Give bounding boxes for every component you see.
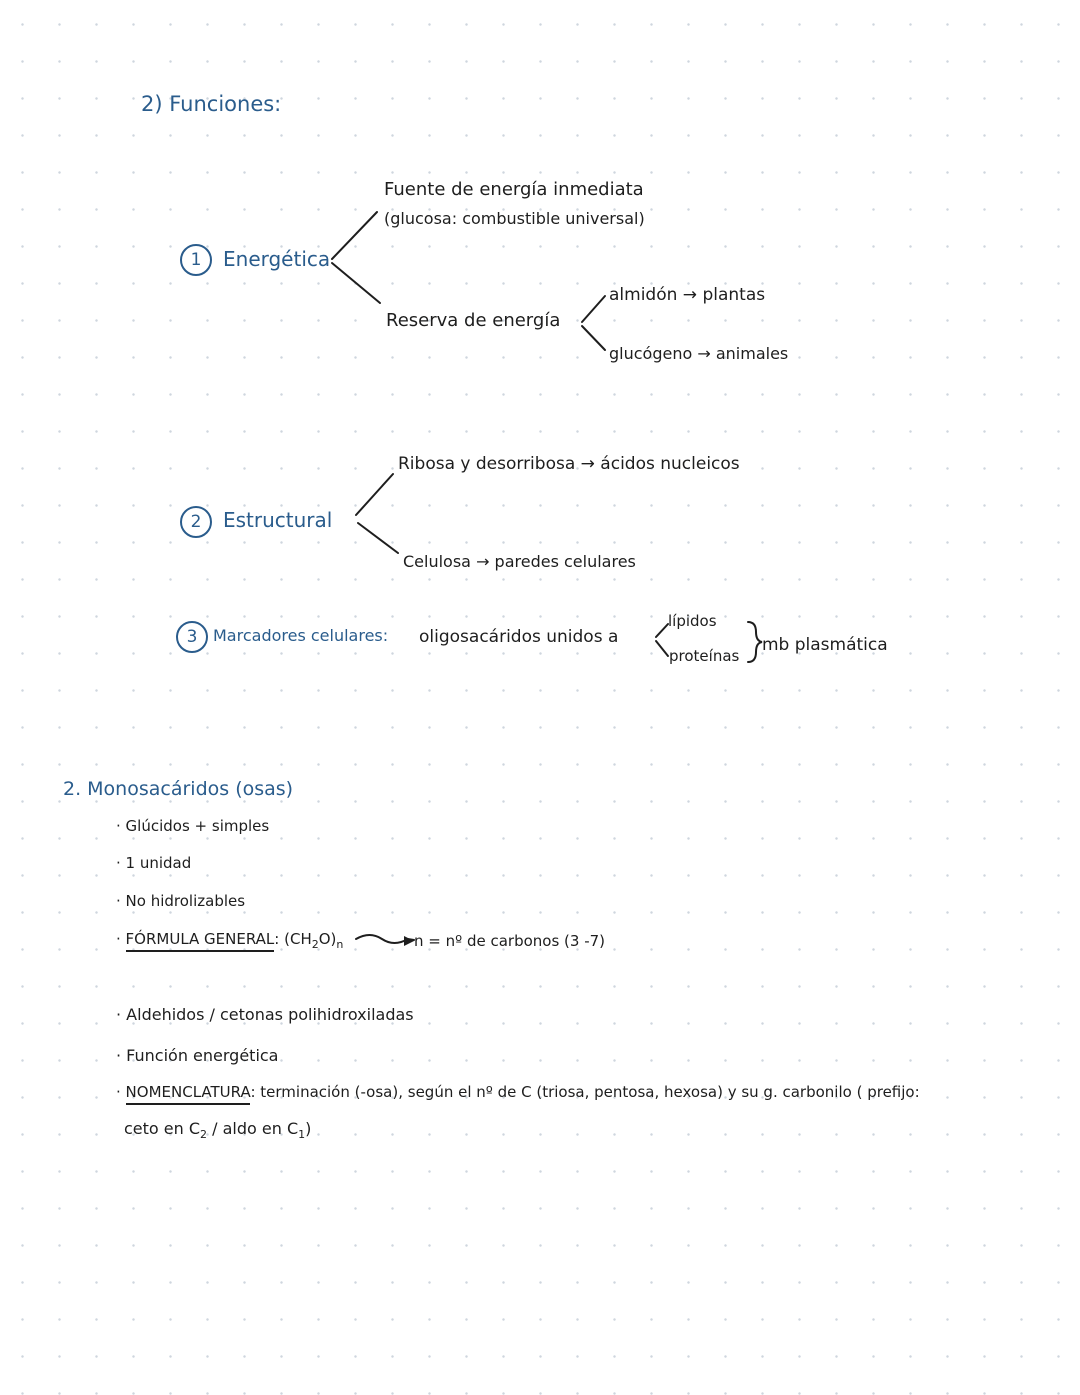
list-item: · Aldehidos / cetonas polihidroxiladas (116, 1005, 414, 1024)
section-title-funciones: 2) Funciones: (141, 92, 282, 116)
section-title-monosacaridos: 2. Monosacáridos (osas) (63, 778, 294, 800)
branch-line-ribosa (355, 473, 394, 516)
text-lipidos: lípidos (668, 612, 717, 630)
bullet-text: Función energética (126, 1046, 279, 1065)
list-item: · Glúcidos + simples (116, 817, 270, 835)
nomenclatura-line: · NOMENCLATURA: terminación (-osa), segú… (116, 1083, 920, 1105)
branch-line-celulosa (357, 522, 399, 554)
nomenclatura-aldo: / aldo en C (207, 1119, 299, 1138)
bullet-text: No hidrolizables (125, 892, 246, 910)
text-proteinas: proteínas (669, 647, 740, 665)
list-item: · Función energética (116, 1046, 279, 1065)
nomenclatura-line-2: ceto en C2 / aldo en C1) (124, 1119, 312, 1142)
branch-line-fuente (331, 211, 378, 260)
label-marcadores: Marcadores celulares: (213, 626, 389, 645)
branch-line-almidon (581, 295, 606, 323)
formula-description: n = nº de carbonos (3 -7) (414, 932, 606, 950)
formula-sub-n: n (336, 938, 344, 951)
text-glucogeno: glucógeno → animales (609, 344, 789, 363)
nomenclatura-text: : terminación (-osa), según el nº de C (… (250, 1083, 920, 1101)
nomenclatura-sub-aldo: 1 (298, 1128, 306, 1142)
nomenclatura-close: ) (305, 1119, 312, 1138)
text-fuente-energia: Fuente de energía inmediata (384, 179, 644, 200)
label-estructural: Estructural (223, 508, 333, 532)
text-mb-plasmatica: mb plasmática (762, 635, 888, 655)
branch-line-reserva (331, 262, 381, 304)
formula-arrow-wave (355, 934, 415, 944)
number-badge-1: 1 (180, 244, 212, 276)
text-ribosa: Ribosa y desorribosa → ácidos nucleicos (398, 454, 740, 474)
formula-base: (CH (284, 930, 312, 948)
text-celulosa: Celulosa → paredes celulares (403, 552, 636, 571)
bullet-text: Glúcidos + simples (125, 817, 270, 835)
branch-line-glucogeno (581, 325, 606, 351)
formula-label: FÓRMULA GENERAL (125, 930, 275, 952)
bullet-text: Aldehidos / cetonas polihidroxiladas (126, 1005, 414, 1024)
formula-sub-2: 2 (311, 938, 319, 951)
text-oligosacaridos: oligosacáridos unidos a (419, 627, 619, 647)
number-badge-3: 3 (176, 621, 208, 653)
bullet-text: 1 unidad (125, 854, 192, 872)
nomenclatura-sub-ceto: 2 (200, 1128, 208, 1142)
text-reserva-energia: Reserva de energía (386, 310, 561, 331)
brace-mb (747, 621, 763, 663)
list-item: · No hidrolizables (116, 892, 246, 910)
label-energetica: Energética (223, 247, 331, 271)
formula-line: · FÓRMULA GENERAL: (CH2O)n (116, 930, 344, 952)
formula-arrow-head (404, 936, 414, 946)
nomenclatura-label: NOMENCLATURA (125, 1083, 251, 1105)
text-glucosa: (glucosa: combustible universal) (384, 209, 645, 228)
nomenclatura-ceto: ceto en C (124, 1119, 201, 1138)
branch-line-lipidos (655, 623, 669, 638)
branch-line-proteinas (655, 640, 669, 657)
text-almidon: almidón → plantas (609, 285, 766, 305)
list-item: · 1 unidad (116, 854, 192, 872)
number-badge-2: 2 (180, 506, 212, 538)
formula-mid: O) (318, 930, 337, 948)
